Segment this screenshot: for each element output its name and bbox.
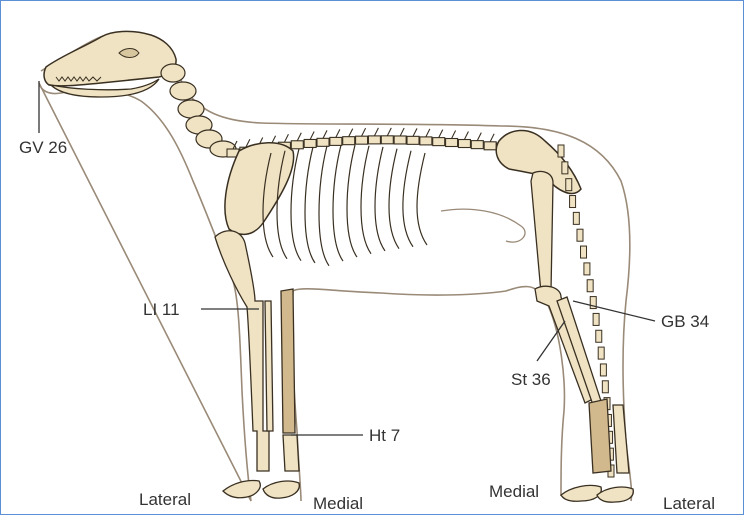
lateral-hind-label: Lateral — [663, 495, 715, 512]
rib — [333, 145, 343, 261]
medial-front-label: Medial — [313, 495, 363, 512]
rib — [389, 149, 399, 249]
ht7-label: Ht 7 — [369, 427, 400, 444]
tail-vertebra — [593, 313, 599, 325]
vertebra — [304, 139, 316, 147]
spinous-process — [362, 128, 366, 136]
abdomen-line — [441, 209, 525, 242]
vertebra — [407, 136, 419, 144]
gb34-label: GB 34 — [661, 313, 709, 330]
lateral-front-label: Lateral — [139, 491, 191, 508]
vertebra — [471, 141, 483, 149]
vertebra — [458, 140, 470, 148]
front-legs — [215, 231, 299, 498]
spinous-process — [387, 128, 391, 136]
tail-vertebra — [596, 330, 602, 342]
tail-vertebra — [598, 347, 604, 359]
tail-vertebra — [562, 162, 568, 174]
rib — [305, 147, 315, 263]
tail-vertebra — [587, 280, 593, 292]
vertebra — [317, 138, 329, 146]
rib — [417, 153, 427, 245]
spinous-process — [310, 131, 314, 139]
vertebra — [291, 141, 303, 149]
gb34-leader — [573, 301, 655, 321]
vertebra — [420, 137, 432, 145]
spinous-process — [426, 129, 430, 137]
spinous-process — [477, 133, 481, 141]
spinous-process — [400, 128, 404, 136]
tail-vertebra — [584, 263, 590, 275]
st36-label: St 36 — [511, 371, 551, 388]
vertebra — [394, 136, 406, 144]
vertebra — [446, 139, 458, 147]
spinous-process — [336, 129, 340, 137]
rib — [347, 145, 357, 257]
skull — [44, 31, 176, 85]
spinous-process — [323, 130, 327, 138]
tail-vertebra — [577, 229, 583, 241]
spinous-process — [464, 132, 468, 140]
vertebra — [330, 137, 342, 145]
rib — [375, 147, 385, 251]
gv26-label: GV 26 — [19, 139, 67, 156]
tail-vertebra — [570, 196, 576, 208]
medial-hind-label: Medial — [489, 483, 539, 500]
vertebra — [433, 138, 445, 146]
tail-vertebra — [566, 179, 572, 191]
cervical-vertebrae — [161, 64, 236, 157]
tail-vertebra — [581, 246, 587, 258]
vertebra — [381, 136, 393, 144]
spinous-process — [490, 134, 494, 142]
tail-vertebra — [602, 381, 608, 393]
vertebra — [484, 142, 496, 150]
spinous-process — [374, 128, 378, 136]
tail-vertebra — [600, 364, 606, 376]
rib — [361, 146, 371, 254]
spinous-process — [349, 129, 353, 137]
li11-label: LI 11 — [143, 301, 180, 318]
spinous-process — [439, 130, 443, 138]
spinous-process — [413, 128, 417, 136]
spinous-process — [297, 133, 301, 141]
tail-vertebra — [558, 145, 564, 157]
hind-legs — [531, 171, 633, 502]
vertebra — [343, 137, 355, 145]
vertebra — [368, 136, 380, 144]
rib — [319, 146, 329, 266]
spinous-process — [284, 134, 288, 142]
vertebra — [356, 136, 368, 144]
tail-vertebra — [573, 212, 579, 224]
rib — [403, 151, 413, 247]
spinous-process — [452, 131, 456, 139]
